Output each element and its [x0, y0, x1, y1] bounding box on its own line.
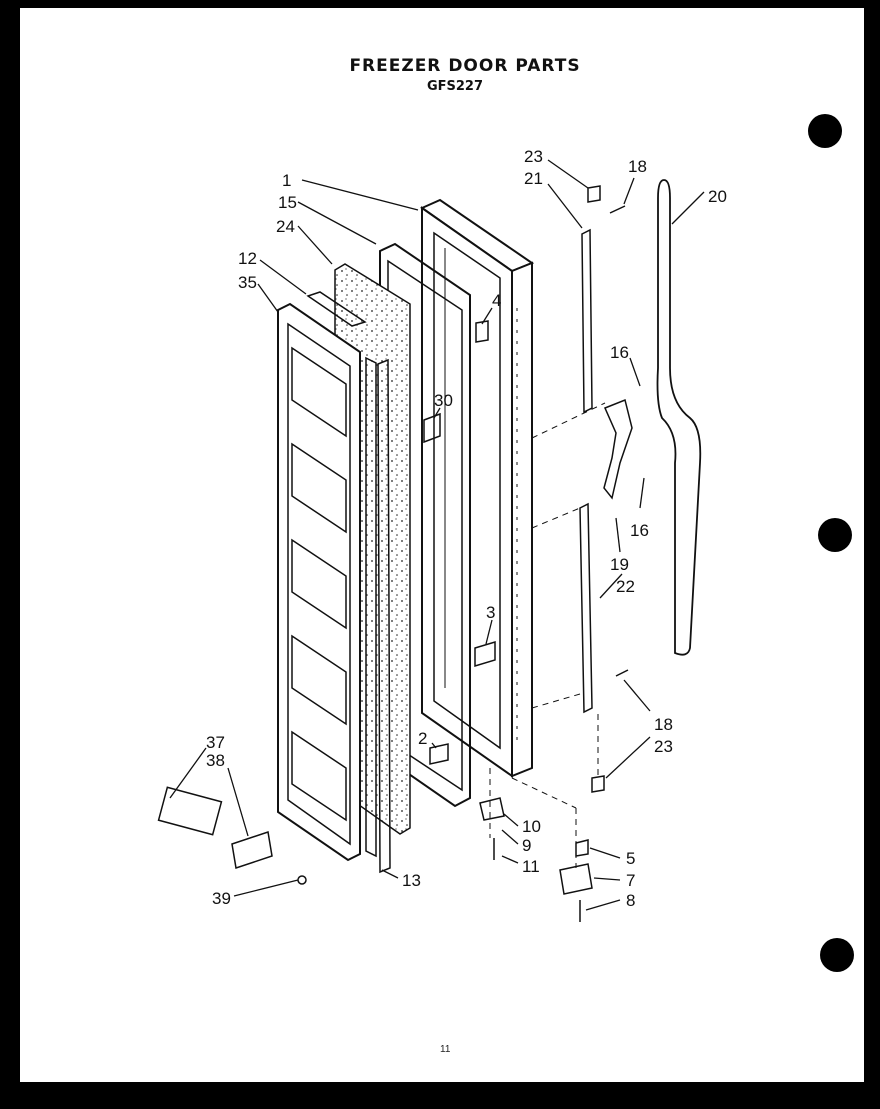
binder-hole-top: [808, 114, 842, 148]
callout-18-top: 18: [628, 157, 647, 176]
callout-21: 21: [524, 169, 543, 188]
screw-top: [609, 205, 626, 214]
callout-20: 20: [708, 187, 727, 206]
screw-bottom: [615, 669, 629, 677]
air-grille: [157, 786, 223, 836]
inner-door-liner: [277, 302, 377, 862]
callout-12: 12: [238, 249, 257, 268]
callout-7: 7: [626, 871, 635, 890]
grille-cover: [231, 831, 273, 869]
hinge-shim: [479, 797, 505, 821]
callout-16-bottom: 16: [630, 521, 649, 540]
cam: [474, 640, 496, 668]
lower-handle-trim: [579, 502, 593, 714]
callout-35: 35: [238, 273, 257, 292]
hinge-pin-bushing: [575, 839, 589, 857]
callout-10: 10: [522, 817, 541, 836]
callout-2: 2: [418, 729, 427, 748]
callout-23-top: 23: [524, 147, 543, 166]
handle-bracket: [603, 398, 633, 500]
callout-16-top: 16: [610, 343, 629, 362]
outer-door-panel: [419, 198, 535, 778]
callout-19: 19: [610, 555, 629, 574]
callout-11: 11: [522, 857, 540, 876]
callout-18-bottom: 18: [654, 715, 673, 734]
model-number: GFS227: [426, 79, 484, 94]
plug-button: [297, 875, 307, 885]
callout-22: 22: [616, 577, 635, 596]
callout-4: 4: [492, 291, 501, 310]
callout-15: 15: [278, 193, 297, 212]
callout-24: 24: [276, 217, 295, 236]
callout-38: 38: [206, 751, 225, 770]
callout-8: 8: [626, 891, 635, 910]
binder-hole-middle: [818, 518, 852, 552]
upper-handle-trim: [581, 228, 593, 414]
exploded-parts-diagram: 1 15 24 12 35 4 30 3 2 23 21 18 20 16 16…: [157, 147, 727, 922]
parts-sheet: FREEZER DOOR PARTS GFS227: [20, 8, 864, 1082]
trim-strip: [377, 358, 391, 874]
page-number: 11: [440, 1044, 451, 1055]
callout-39: 39: [212, 889, 231, 908]
callout-9: 9: [522, 836, 531, 855]
callout-30: 30: [434, 391, 453, 410]
screw-cap-bottom: [591, 775, 605, 793]
callout-5: 5: [626, 849, 635, 868]
callout-23-bottom: 23: [654, 737, 673, 756]
bushing: [429, 743, 449, 765]
door-handle: [656, 179, 702, 656]
binder-hole-bottom: [820, 938, 854, 972]
callout-3: 3: [486, 603, 495, 622]
breaker-strip: [306, 291, 367, 327]
screw-cap-top: [587, 185, 601, 203]
callout-37: 37: [206, 733, 225, 752]
callout-1: 1: [282, 171, 291, 190]
callout-13: 13: [402, 871, 421, 890]
diagram-title: FREEZER DOOR PARTS: [349, 56, 581, 76]
bottom-hinge: [559, 863, 593, 895]
